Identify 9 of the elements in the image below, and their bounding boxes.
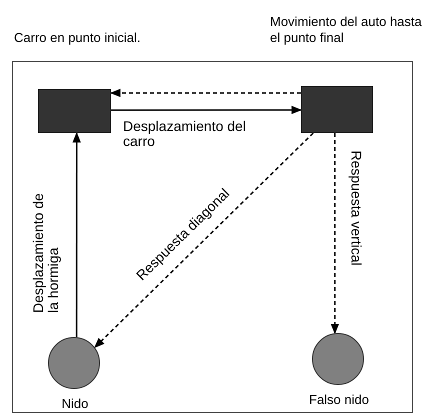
arrow: [111, 106, 302, 114]
arrow: [330, 133, 340, 334]
node-caption: Movimiento del auto hasta el punto final: [270, 14, 423, 46]
arrow: [94, 132, 314, 348]
arrow: [72, 132, 81, 338]
arrow: [110, 88, 301, 98]
node-caption: Nido: [60, 396, 90, 412]
node-caption: Carro en punto inicial.: [14, 30, 142, 46]
node-caption: Falso nido: [308, 392, 370, 408]
